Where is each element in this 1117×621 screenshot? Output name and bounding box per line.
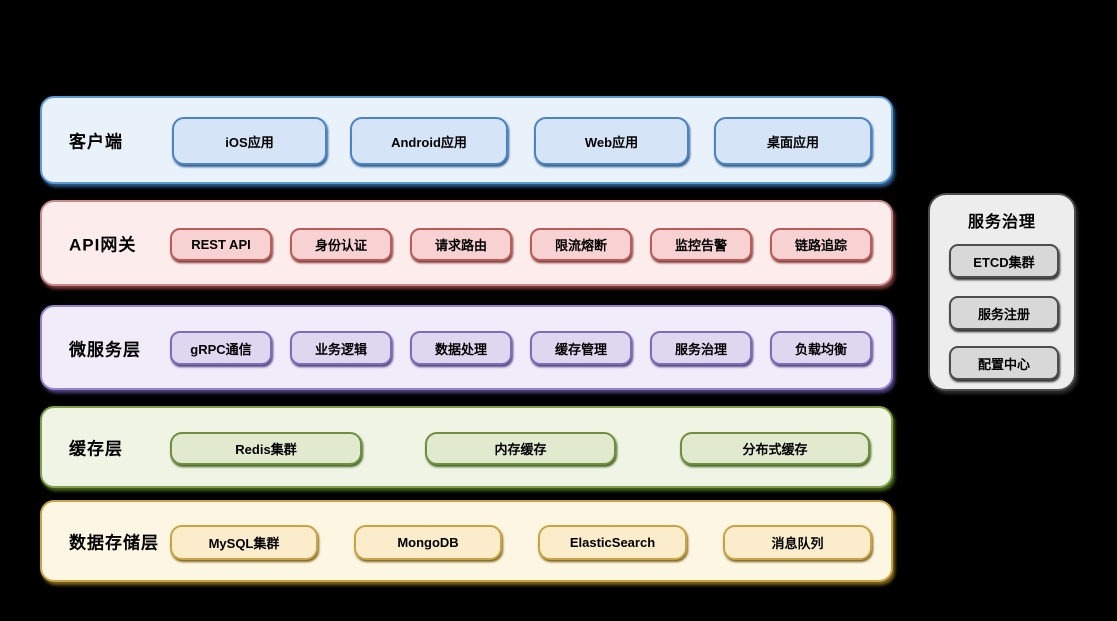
layer-cache-title: 缓存层 [69,439,123,459]
node-config-center: 配置中心 [949,346,1059,380]
node-memory-cache: 内存缓存 [425,432,616,465]
node-cache-management: 缓存管理 [530,331,632,365]
node-rest-api: REST API [170,228,272,261]
node-load-balancing: 负载均衡 [770,331,872,365]
node-grpc: gRPC通信 [170,331,272,365]
node-service-governance: 服务治理 [650,331,752,365]
node-android-app: Android应用 [350,117,508,165]
node-request-routing: 请求路由 [410,228,512,261]
node-ios-app: iOS应用 [172,117,327,165]
node-mongodb: MongoDB [354,525,502,560]
layer-client-title: 客户端 [69,132,123,152]
panel-service-governance: 服务治理 ETCD集群 服务注册 配置中心 [928,193,1076,391]
node-elasticsearch: ElasticSearch [538,525,687,560]
node-service-registry: 服务注册 [949,296,1059,330]
layer-api-gateway: API网关 REST API 身份认证 请求路由 限流熔断 监控告警 链路追踪 [40,200,893,286]
layer-microservices: 微服务层 gRPC通信 业务逻辑 数据处理 缓存管理 服务治理 负载均衡 [40,305,893,390]
node-etcd-cluster: ETCD集群 [949,244,1059,278]
node-monitor-alert: 监控告警 [650,228,752,261]
node-web-app: Web应用 [534,117,689,165]
node-redis-cluster: Redis集群 [170,432,362,465]
layer-storage-title: 数据存储层 [69,533,159,553]
layer-client: 客户端 iOS应用 Android应用 Web应用 桌面应用 [40,96,893,184]
node-data-processing: 数据处理 [410,331,512,365]
layer-cache: 缓存层 Redis集群 内存缓存 分布式缓存 [40,406,893,488]
node-trace: 链路追踪 [770,228,872,261]
panel-service-governance-title: 服务治理 [967,214,1036,231]
node-mysql-cluster: MySQL集群 [170,525,318,560]
layer-storage: 数据存储层 MySQL集群 MongoDB ElasticSearch 消息队列 [40,500,893,582]
node-rate-limit-circuit-break: 限流熔断 [530,228,632,261]
node-distributed-cache: 分布式缓存 [680,432,870,465]
node-identity-auth: 身份认证 [290,228,392,261]
layer-api-gateway-title: API网关 [69,235,137,255]
layer-microservices-title: 微服务层 [69,340,141,359]
node-desktop-app: 桌面应用 [714,117,872,165]
node-business-logic: 业务逻辑 [290,331,392,365]
node-message-queue: 消息队列 [723,525,872,560]
